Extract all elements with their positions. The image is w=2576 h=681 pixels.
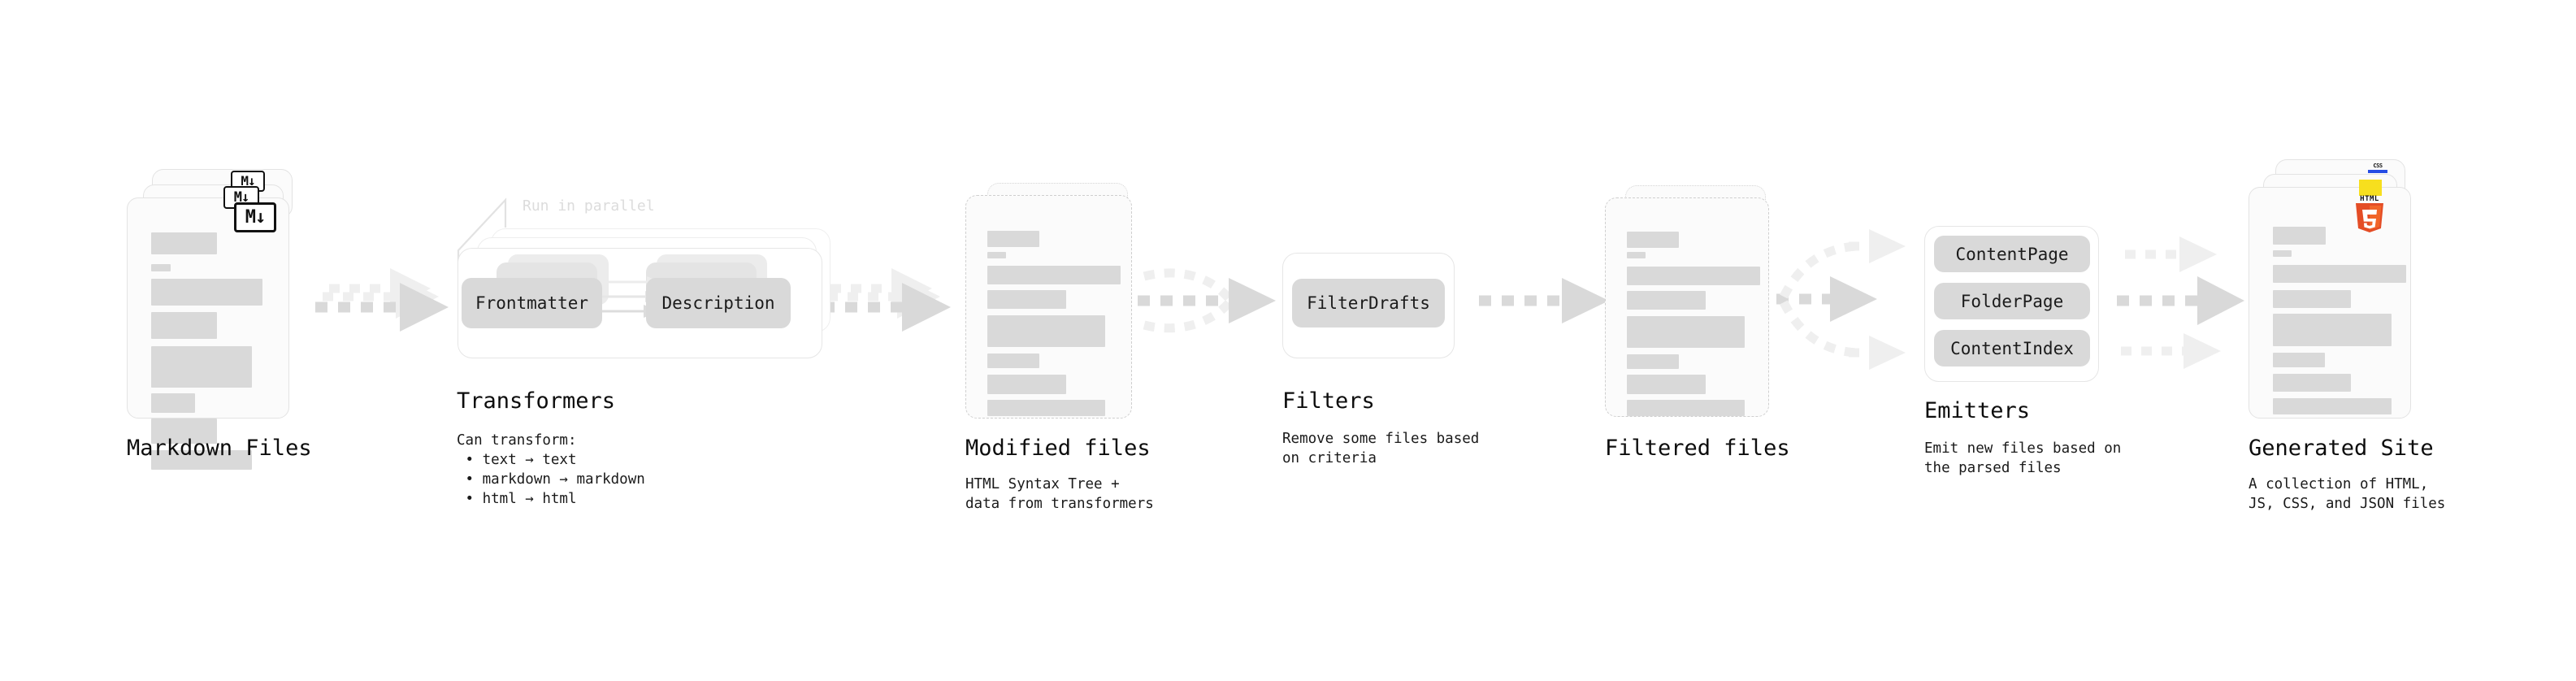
css-icon-bar [2368, 170, 2387, 173]
emitter-chip-contentpage[interactable]: ContentPage [1934, 236, 2090, 272]
arrow-emitters-to-site [2117, 236, 2244, 369]
markdown-icon: M↓ [234, 202, 276, 232]
markdown-card-front [127, 197, 289, 470]
stage-title-modified-files: Modified files [965, 436, 1151, 461]
css3-icon: CSS [2368, 163, 2387, 175]
emitter-chip-contentindex[interactable]: ContentIndex [1934, 330, 2090, 367]
stage-title-markdown-files: Markdown Files [127, 436, 312, 461]
filtered-card-content [1606, 198, 1768, 416]
stage-title-filters: Filters [1282, 388, 1375, 414]
stage-desc-filters: Remove some files based on criteria [1282, 431, 1480, 466]
stage-desc-modified-files: HTML Syntax Tree + data from transformer… [965, 476, 1154, 512]
arrow-modified-to-filters [1138, 268, 1276, 333]
site-card-front [2249, 187, 2411, 419]
run-in-parallel-label: Run in parallel [523, 197, 655, 215]
arrow-transformers-to-modified [822, 268, 951, 332]
stage-title-generated-site: Generated Site [2249, 436, 2434, 461]
markdown-card-content [128, 198, 288, 470]
stage-title-filtered-files: Filtered files [1605, 436, 1790, 461]
filter-chip-filterdrafts[interactable]: FilterDrafts [1292, 279, 1445, 327]
stage-desc-generated-site: A collection of HTML, JS, CSS, and JSON … [2249, 476, 2446, 512]
javascript-icon [2359, 180, 2382, 196]
filtered-card-front [1605, 197, 1769, 417]
html5-icon-label: HTML [2360, 195, 2379, 203]
transformer-chip-description[interactable]: Description [646, 278, 791, 328]
stage-title-emitters: Emitters [1924, 398, 2031, 423]
emitter-chip-folderpage[interactable]: FolderPage [1934, 283, 2090, 319]
css-icon-label: CSS [2373, 163, 2383, 169]
modified-card-front [965, 195, 1132, 419]
site-card-content [2249, 188, 2410, 418]
stage-title-transformers: Transformers [457, 388, 616, 414]
html5-icon: HTML [2353, 195, 2386, 234]
modified-card-content [966, 196, 1131, 418]
stage-desc-transformers: Can transform: • text → text • markdown … [457, 432, 645, 507]
arrow-filters-to-filtered [1479, 278, 1609, 323]
stage-desc-emitters: Emit new files based on the parsed files [1924, 440, 2122, 476]
html5-shield [2356, 203, 2383, 232]
transformer-chip-frontmatter[interactable]: Frontmatter [462, 278, 602, 328]
arrow-markdown-to-transformers [315, 268, 449, 332]
